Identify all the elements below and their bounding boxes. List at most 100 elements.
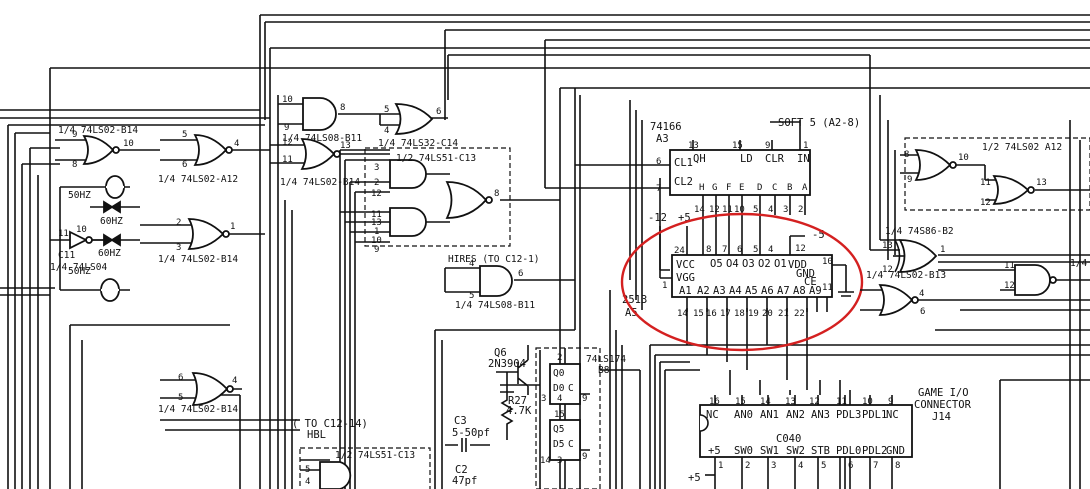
pin-number: 7 [722, 245, 727, 255]
pin-number: 8 [895, 461, 900, 471]
gate-pin: 11 [282, 155, 293, 165]
gate-label: 1/4 74LS32-C14 [378, 138, 458, 149]
gate-label: 1/4 74LS02-A12 [158, 174, 238, 185]
gate-pin: 12 [282, 138, 293, 148]
inverter-74ls04: 11 10 C11 1/4 74LS04 [50, 225, 107, 273]
pin-label: O5 [710, 258, 723, 270]
gate-label: 1/4 74LS08-B11 [282, 133, 362, 144]
pin-label: CLR [765, 153, 785, 165]
hbl-name: HBL [307, 429, 326, 441]
component-ref: C2 [455, 464, 468, 476]
gate-pin: 3 [176, 243, 181, 253]
nor-gate-a12-right: 8 9 10 11 12 13 1/2 74LS02 A12 [900, 137, 1090, 211]
pin-number: 5 [753, 205, 758, 215]
gate-label: 1/4 74LS02-B14 [158, 404, 238, 415]
gate-pin: 8 [904, 150, 909, 160]
and-or-invert-c13: 1/2 74LS51-C13 3 2 12 11 13 1 10 9 8 [364, 147, 511, 255]
highlight-ellipse [620, 212, 864, 352]
pin-label: H [699, 183, 704, 193]
pin-label: E [739, 183, 744, 193]
pin-number: 10 [822, 257, 833, 267]
pin-label: A5 [745, 285, 758, 297]
pin-number: 9 [582, 394, 587, 404]
pin-number: 3 [557, 456, 562, 466]
gate-pin: 11 [1004, 261, 1015, 271]
gate-pin: 6 [436, 107, 441, 117]
capacitor-c3: C3 5-50pf [445, 415, 490, 452]
pin-label: A9 [809, 285, 822, 297]
gate-pin: 10 [958, 153, 969, 163]
and-or-invert-c13-lower: 1/2 74LS51-C13 5 4 [299, 447, 431, 489]
gate-pin: 1 [374, 227, 379, 237]
cell-q: Q0 [553, 368, 565, 379]
nor-gate-b13: 4 5 6 1/4 74LS02-B13 [860, 270, 960, 317]
switch-label: 60HZ [100, 216, 123, 227]
gate-pin: 13 [1036, 178, 1047, 188]
gate-pin: 1 [940, 245, 945, 255]
xor-gate-b2: 13 12 1 1/4 74S86-B2 [882, 226, 954, 275]
gate-pin: 8 [340, 103, 345, 113]
pin-label: SW1 [760, 445, 779, 457]
gate-pin: 4 [469, 259, 474, 269]
gate-label: 1/2 74LS02 A12 [982, 142, 1062, 153]
pin-number: 11 [836, 397, 847, 407]
nor-gate-b14-b: 12 11 13 1/4 74LS02-B14 [270, 138, 390, 188]
nor-gate-right-edge: 11 12 1/4 [1000, 258, 1090, 296]
pin-number: 1 [718, 461, 723, 471]
pin-label: AN0 [734, 409, 753, 421]
pin-number: 2 [798, 205, 803, 215]
gate-pin: 4 [305, 477, 310, 487]
switch-label: 50HZ [68, 190, 91, 201]
gate-pin: 13 [371, 218, 382, 228]
nor-gate-b14-c: 2 3 1 1/4 74LS02-B14 [140, 218, 265, 265]
pin-number: 9 [888, 397, 893, 407]
game-io-connector: GAME I/O CONNECTOR J14 C040 +5 16 15 14 … [688, 387, 972, 489]
gate-pin: 6 [920, 307, 925, 317]
chip-part: 74LS174 [586, 354, 626, 365]
component-ref: C3 [454, 415, 467, 427]
nor-gate-b14-a: 9 8 10 1/4 74LS02-B14 [55, 125, 160, 170]
pin-label: A3 [713, 285, 726, 297]
gate-pin: 9 [284, 123, 289, 133]
gate-pin: 11 [371, 210, 382, 220]
cell-d: D5 [553, 439, 564, 450]
gate-pin: 10 [123, 139, 134, 149]
pin-number: 4 [768, 245, 773, 255]
pin-label: NC [706, 409, 719, 421]
pin-number: 14 [760, 397, 771, 407]
pin-label: A8 [793, 285, 806, 297]
gate-pin: 13 [340, 141, 351, 151]
pin-number: 3 [783, 205, 788, 215]
pin-label: O2 [758, 258, 771, 270]
gate-label: 1/4 74S86-B2 [885, 226, 954, 237]
pin-label: LD [740, 153, 753, 165]
pin-number: 6 [848, 461, 853, 471]
pin-number: 1 [662, 281, 667, 291]
component-part: 2N3904 [488, 358, 526, 370]
gate-pin: 9 [72, 130, 77, 140]
gate-label: 1/2 74LS51-C13 [335, 450, 415, 461]
pin-label: A [802, 183, 808, 193]
pin-label: O3 [742, 258, 755, 270]
pin-number: 12 [809, 397, 820, 407]
pin-label: A6 [761, 285, 774, 297]
pin-number: 15 [693, 309, 704, 319]
pin-number: 7 [873, 461, 878, 471]
pin-label: VGG [676, 272, 695, 284]
gate-pin: 9 [907, 175, 912, 185]
cell-d: D0 [553, 383, 565, 394]
pin-number: 4 [768, 205, 773, 215]
pin-label: STB [811, 445, 830, 457]
pin-label: D [757, 183, 762, 193]
frequency-select: 50HZ 60HZ 60HZ 50HZ [59, 175, 140, 302]
pin-number: 19 [748, 309, 759, 319]
pin-number: 13 [688, 141, 699, 151]
pin-label: VDD [788, 259, 807, 271]
connector-title: GAME I/O [918, 387, 969, 399]
gate-pin: 12 [980, 198, 991, 208]
and-gate-b11-b: HIRES (TO C12-1) 4 5 6 1/4 74LS08-B11 [444, 254, 575, 311]
component-value: 47pf [452, 475, 477, 487]
pin-label: G [712, 183, 717, 193]
component-ref: Q6 [494, 347, 507, 359]
